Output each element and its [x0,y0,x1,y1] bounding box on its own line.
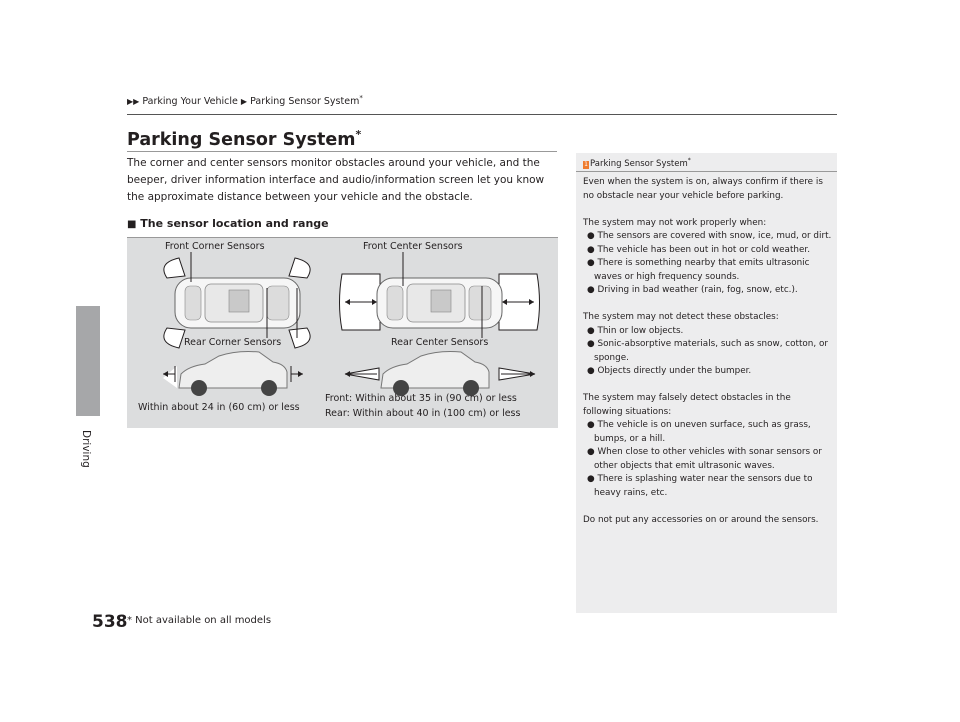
section-tab [76,306,100,416]
sidebar-note-panel [576,153,837,613]
section-tab-label: Driving [85,312,99,412]
title-divider [127,151,557,152]
sidebar-paragraph: The system may not work properly when: [583,217,767,228]
breadcrumb-arrow-icon: ▶ [240,97,248,107]
list-item: ● Thin or low objects. [587,325,684,336]
corner-range-label: Within about 24 in (60 cm) or less [138,402,300,413]
breadcrumb-item[interactable]: Parking Your Vehicle [142,96,238,108]
breadcrumb: ▶▶ Parking Your Vehicle ▶ Parking Sensor… [127,94,363,107]
car-side-view-center [344,351,536,396]
front-center-sensors-label: Front Center Sensors [363,241,463,252]
list-item: ● There is splashing water near the sens… [587,474,813,498]
breadcrumb-item[interactable]: Parking Sensor System [250,96,360,108]
sensor-diagram: Front Corner Sensors Front Center Sensor… [127,237,558,428]
page-title: Parking Sensor System* [127,128,361,150]
car-top-view-corner [163,252,311,349]
square-bullet-icon: ■ [127,219,137,230]
list-item: ● The vehicle is on uneven surface, such… [587,420,811,444]
rear-center-sensors-label: Rear Center Sensors [391,337,489,348]
list-item: ● There is something nearby that emits u… [587,258,810,282]
list-item: ● Sonic-absorptive materials, such as sn… [587,339,828,363]
center-range-rear-label: Rear: Within about 40 in (100 cm) or les… [325,408,521,419]
sidebar-paragraph: The system may not detect these obstacle… [583,312,779,322]
page-number: 538 [92,612,128,632]
reference-number-badge: 1 [583,160,589,169]
center-range-front-label: Front: Within about 35 in (90 cm) or les… [325,393,517,404]
front-corner-sensors-label: Front Corner Sensors [165,241,265,252]
subheading-text: The sensor location and range [140,217,329,230]
sidebar-paragraph: The system may falsely detect obstacles … [583,393,791,417]
header-divider [127,114,837,115]
sidebar-body: Even when the system is on, always confi… [583,176,833,527]
list-item: ● Objects directly under the bumper. [587,366,752,376]
car-side-view-corner [163,351,303,396]
sensor-diagram-svg [163,252,540,396]
list-item: ● Driving in bad weather (rain, fog, sno… [587,285,798,295]
driving-label: Driving [80,430,92,468]
sidebar-heading-star: * [687,157,691,164]
breadcrumb-star: * [359,94,363,102]
list-item: ● The sensors are covered with snow, ice… [587,231,832,241]
footnote: * Not available on all models [127,615,272,626]
section-subheading: ■ The sensor location and range [127,217,329,230]
page-title-star: * [355,128,362,141]
list-item: ● The vehicle has been out in hot or col… [587,244,810,255]
page-title-text: Parking Sensor System [127,129,356,150]
car-top-view-center [339,252,540,338]
sidebar-divider [576,171,837,172]
intro-paragraph: The corner and center sensors monitor ob… [127,157,545,203]
sidebar-paragraph: Do not put any accessories on or around … [583,514,819,525]
rear-corner-sensors-label: Rear Corner Sensors [184,337,282,348]
sidebar-paragraph: Even when the system is on, always confi… [583,177,823,201]
sidebar-heading-text: Parking Sensor System [590,158,688,169]
breadcrumb-arrow-icon: ▶▶ [127,97,140,107]
list-item: ● When close to other vehicles with sona… [587,447,822,471]
section-tab-text: Driving [80,430,102,490]
